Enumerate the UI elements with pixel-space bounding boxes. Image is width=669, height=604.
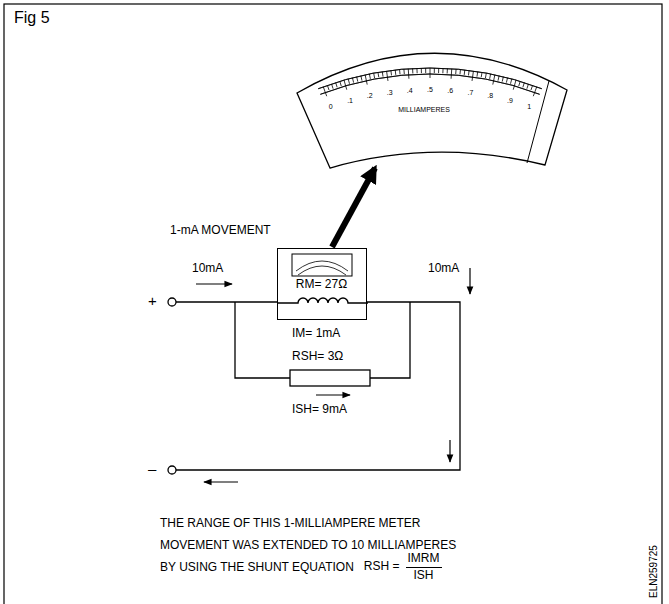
scale-tick [451,69,453,79]
scale-tick [399,69,400,74]
scale-tick [464,70,466,75]
current-arrow [449,440,450,462]
figure-title: Fig 5 [14,9,50,27]
scale-tick [442,68,443,73]
drawing-number: ELN259725 [648,545,660,598]
scale-tick [438,68,439,73]
scale-tick [489,74,491,79]
scale-tick [481,72,483,77]
scale-tick [390,70,392,75]
movement-heading: 1-mA MOVEMENT [170,224,271,238]
current-label: IM= 1mA [292,327,340,341]
scale-number: .9 [507,97,513,105]
meter-movement-box: 1-mA MOVEMENTRM= 27Ω [277,248,367,320]
scale-number: .6 [447,87,453,95]
mini-scale-arc [298,266,346,275]
scale-tick [336,83,338,88]
scale-tick [369,74,371,79]
scale-tick [365,75,367,85]
scale-tick [403,69,404,74]
scale-tick [523,83,525,88]
scale-number: .5 [427,86,433,94]
pointer-arrow [332,168,375,247]
scale-tick [377,72,379,77]
scale-number: .1 [347,97,353,105]
return-wire [176,302,460,470]
resistance-label: RSH= 3Ω [292,350,343,364]
scale-tick [510,79,511,84]
scale-tick [387,71,388,81]
scale-tick [416,68,417,73]
scale-tick [493,75,495,85]
current-label: 10mA [428,262,459,276]
scale-tick [459,69,460,74]
scale-tick [430,68,431,78]
equation-fraction: IMRMISH [406,552,442,583]
scale-tick [382,72,384,77]
scale-tick [527,84,529,89]
scale-number: .2 [367,92,373,100]
current-arrow [204,481,238,482]
scale-tick [412,68,413,73]
scale-tick [476,72,478,77]
current-arrow [196,283,232,284]
scale-unit-label: MILLIAMPERES [295,106,553,114]
scale-tick [357,77,358,82]
scale-arc [318,68,542,89]
scale-tick [408,69,410,79]
scale-tick [468,70,470,75]
scale-tick [519,81,520,86]
scale-tick [533,87,536,96]
scale-tick [340,81,341,86]
scale-tick [373,73,375,78]
scale-tick [344,80,347,90]
mini-meter-face [292,254,352,276]
scale-tick [395,70,397,75]
scale-tick [498,76,499,81]
scale-tick [361,76,362,81]
scale-tick [472,71,473,81]
input-wire [176,301,277,302]
scale-tick [425,68,426,73]
scale-number: 1 [527,103,531,111]
coil-symbol [278,298,368,303]
shunt-wire [370,302,410,378]
scale-tick [327,85,329,90]
scale-tick [421,68,422,73]
current-label: 10mA [192,262,223,276]
scale-number: .3 [387,89,393,97]
terminal-label: – [148,460,156,477]
current-label: ISH= 9mA [292,403,347,417]
scale-tick [323,87,326,96]
meter-scale-face: MILLIAMPERES [295,50,563,170]
equation-term: RSH = [364,560,400,574]
scale-tick [332,84,334,89]
scale-tick [485,73,487,78]
figure-border [4,4,662,604]
scale-tick [502,77,503,82]
equation-denominator: ISH [406,568,442,583]
scale-tick [506,78,507,83]
scale-tick [531,85,533,90]
scale-tick [434,68,435,73]
scale-number: .7 [467,89,473,97]
terminal-label: + [148,292,157,309]
scale-tick [348,79,349,84]
equation-numerator: IMRM [406,552,442,568]
scale-tick [447,68,448,73]
shunt-resistor [290,370,370,386]
scale-tick [513,80,516,90]
current-arrow [316,394,350,395]
scale-number: .8 [487,92,493,100]
scale-number: .4 [407,87,413,95]
resistance-label: RM= 27Ω [294,278,349,292]
current-arrow [469,268,470,294]
scale-tick [455,69,456,74]
terminal [168,298,176,306]
terminal [168,466,176,474]
scale-number: 0 [329,103,333,111]
scale-tick [352,78,353,83]
